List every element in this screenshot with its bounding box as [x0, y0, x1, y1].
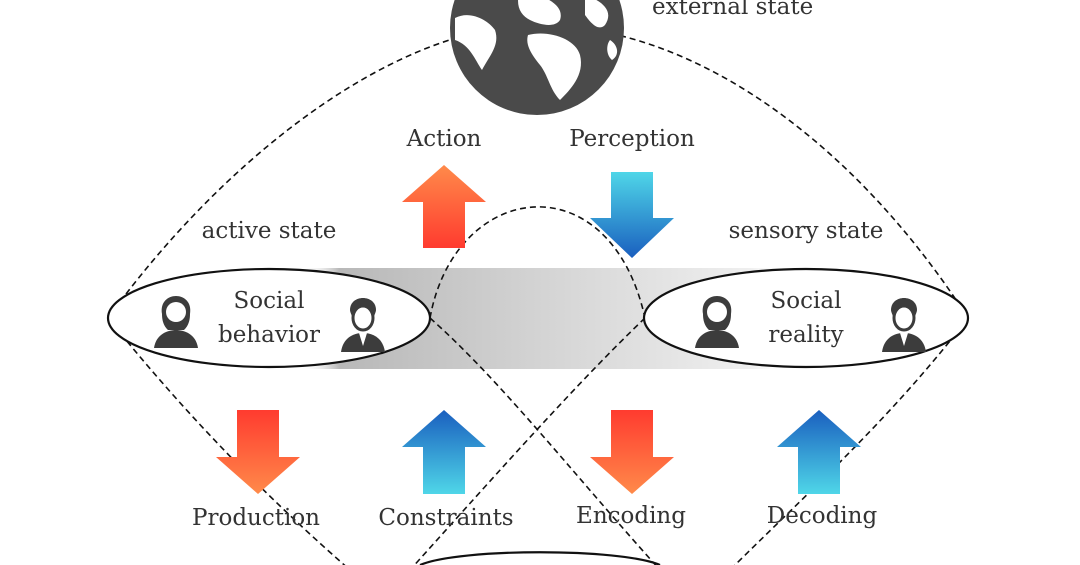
decoding-label: Decoding	[766, 503, 878, 529]
social-behavior-line2: behavior	[217, 322, 321, 348]
social-behavior-line1: Social	[233, 288, 305, 314]
encoding-label: Encoding	[576, 503, 686, 529]
man-user-icon	[882, 298, 926, 352]
production-label: Production	[192, 505, 320, 531]
constraints-arrow-up-icon	[402, 410, 486, 494]
globe-icon	[450, 0, 624, 115]
social-reality-label: Social reality	[768, 284, 843, 352]
action-label: Action	[406, 126, 482, 152]
perception-label: Perception	[569, 126, 695, 152]
active-state-label: active state	[201, 218, 337, 244]
production-arrow-down-icon	[216, 410, 300, 494]
decoding-arrow-up-icon	[777, 410, 861, 494]
action-arrow-up-icon	[402, 165, 486, 248]
woman-user-icon	[154, 296, 198, 348]
perception-arrow-down-icon	[590, 172, 674, 258]
sensory-state-label: sensory state	[728, 218, 884, 244]
social-behavior-label: Social behavior	[218, 284, 320, 352]
social-reality-line2: reality	[768, 322, 844, 348]
dashed-blanket-curves	[107, 24, 969, 565]
external-state-label: external state	[652, 0, 814, 20]
bottom-ellipse-arc	[419, 551, 661, 565]
social-reality-line1: Social	[770, 288, 842, 314]
constraints-label: Constraints	[378, 505, 514, 531]
woman-user-icon	[695, 296, 739, 348]
man-user-icon	[341, 298, 385, 352]
encoding-arrow-down-icon	[590, 410, 674, 494]
